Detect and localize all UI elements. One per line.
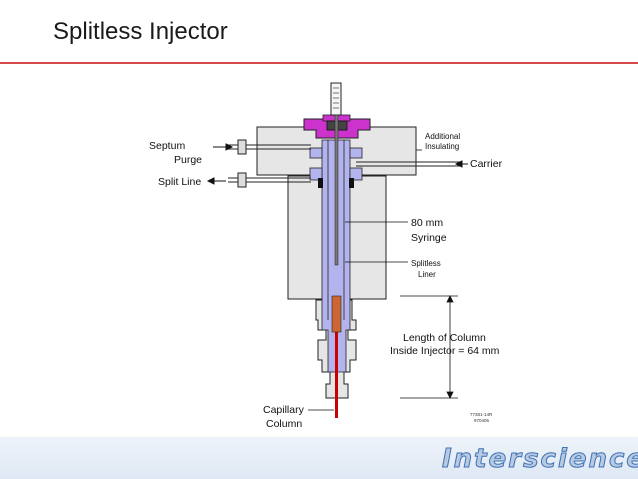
split-line-label: Split Line	[158, 176, 202, 188]
capillary-label-2: Column	[266, 418, 303, 430]
carrier-label: Carrier	[470, 158, 503, 170]
split-line-fitting	[237, 172, 247, 188]
septum-purge-label-1: Septum	[149, 140, 186, 152]
brand-logo: Interscience	[441, 444, 638, 475]
capillary-column	[335, 296, 338, 418]
doc-code-2: 970405	[474, 418, 490, 423]
syringe-label-2: Syringe	[411, 232, 447, 244]
septum-purge-fitting	[237, 139, 247, 155]
additional-insulating-label-2: Insulating	[425, 142, 460, 151]
additional-insulating-label-1: Additional	[425, 132, 461, 141]
footer-band	[0, 437, 638, 479]
liner-label-2: Liner	[418, 270, 436, 279]
doc-code-1: 77381-14R	[470, 412, 493, 417]
syringe-needle	[334, 114, 339, 266]
septum-purge-label-2: Purge	[174, 154, 203, 166]
column-length-label-2: Inside Injector = 64 mm	[390, 345, 500, 357]
liner-label-1: Splitless	[411, 259, 441, 268]
capillary-label-1: Capillary	[263, 404, 304, 416]
column-length-label-1: Length of Column	[403, 332, 486, 344]
title-divider	[0, 62, 638, 64]
syringe-label-1: 80 mm	[411, 217, 444, 229]
slide-title: Splitless Injector	[53, 18, 228, 45]
